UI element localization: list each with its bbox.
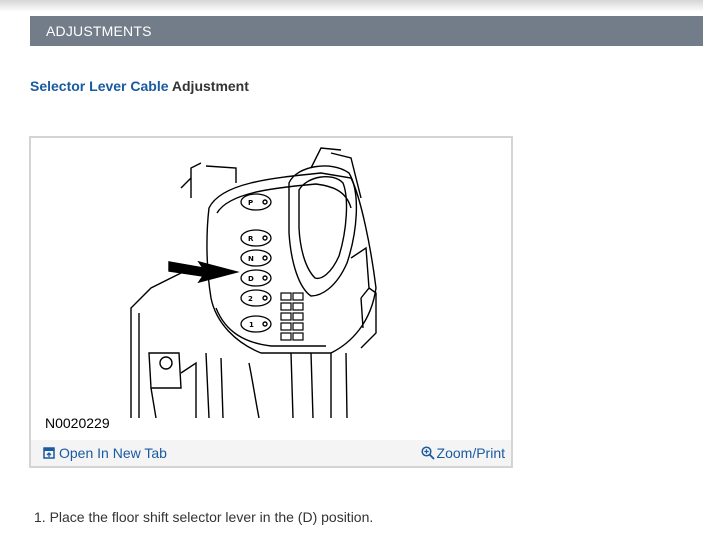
zoom-print-label: Zoom/Print bbox=[436, 445, 505, 461]
procedure-heading: Selector Lever Cable Adjustment bbox=[30, 78, 249, 94]
svg-text:P: P bbox=[248, 199, 253, 207]
svg-text:D: D bbox=[248, 275, 254, 283]
section-header: ADJUSTMENTS bbox=[30, 16, 703, 46]
zoom-print-button[interactable]: Zoom/Print bbox=[420, 445, 505, 463]
open-in-new-tab-button[interactable]: Open In New Tab bbox=[43, 445, 167, 462]
figure-container: P R N D 2 1 bbox=[29, 136, 513, 468]
figure-toolbar: Open In New Tab Zoom/Print bbox=[31, 440, 511, 466]
svg-text:2: 2 bbox=[248, 295, 253, 303]
selector-lever-cable-link[interactable]: Selector Lever Cable bbox=[30, 78, 169, 94]
open-new-tab-icon bbox=[43, 446, 55, 462]
figure-label: N0020229 bbox=[45, 415, 110, 431]
selector-lever-diagram[interactable]: P R N D 2 1 bbox=[31, 138, 511, 438]
step-1: 1. Place the floor shift selector lever … bbox=[34, 509, 374, 525]
top-shadow bbox=[0, 0, 703, 12]
svg-text:1: 1 bbox=[249, 321, 254, 329]
procedure-title-rest: Adjustment bbox=[168, 78, 249, 94]
svg-text:R: R bbox=[248, 235, 254, 243]
magnifier-plus-icon bbox=[420, 446, 435, 463]
svg-text:N: N bbox=[248, 255, 254, 263]
section-title: ADJUSTMENTS bbox=[46, 23, 152, 39]
open-in-new-tab-label: Open In New Tab bbox=[59, 445, 167, 461]
